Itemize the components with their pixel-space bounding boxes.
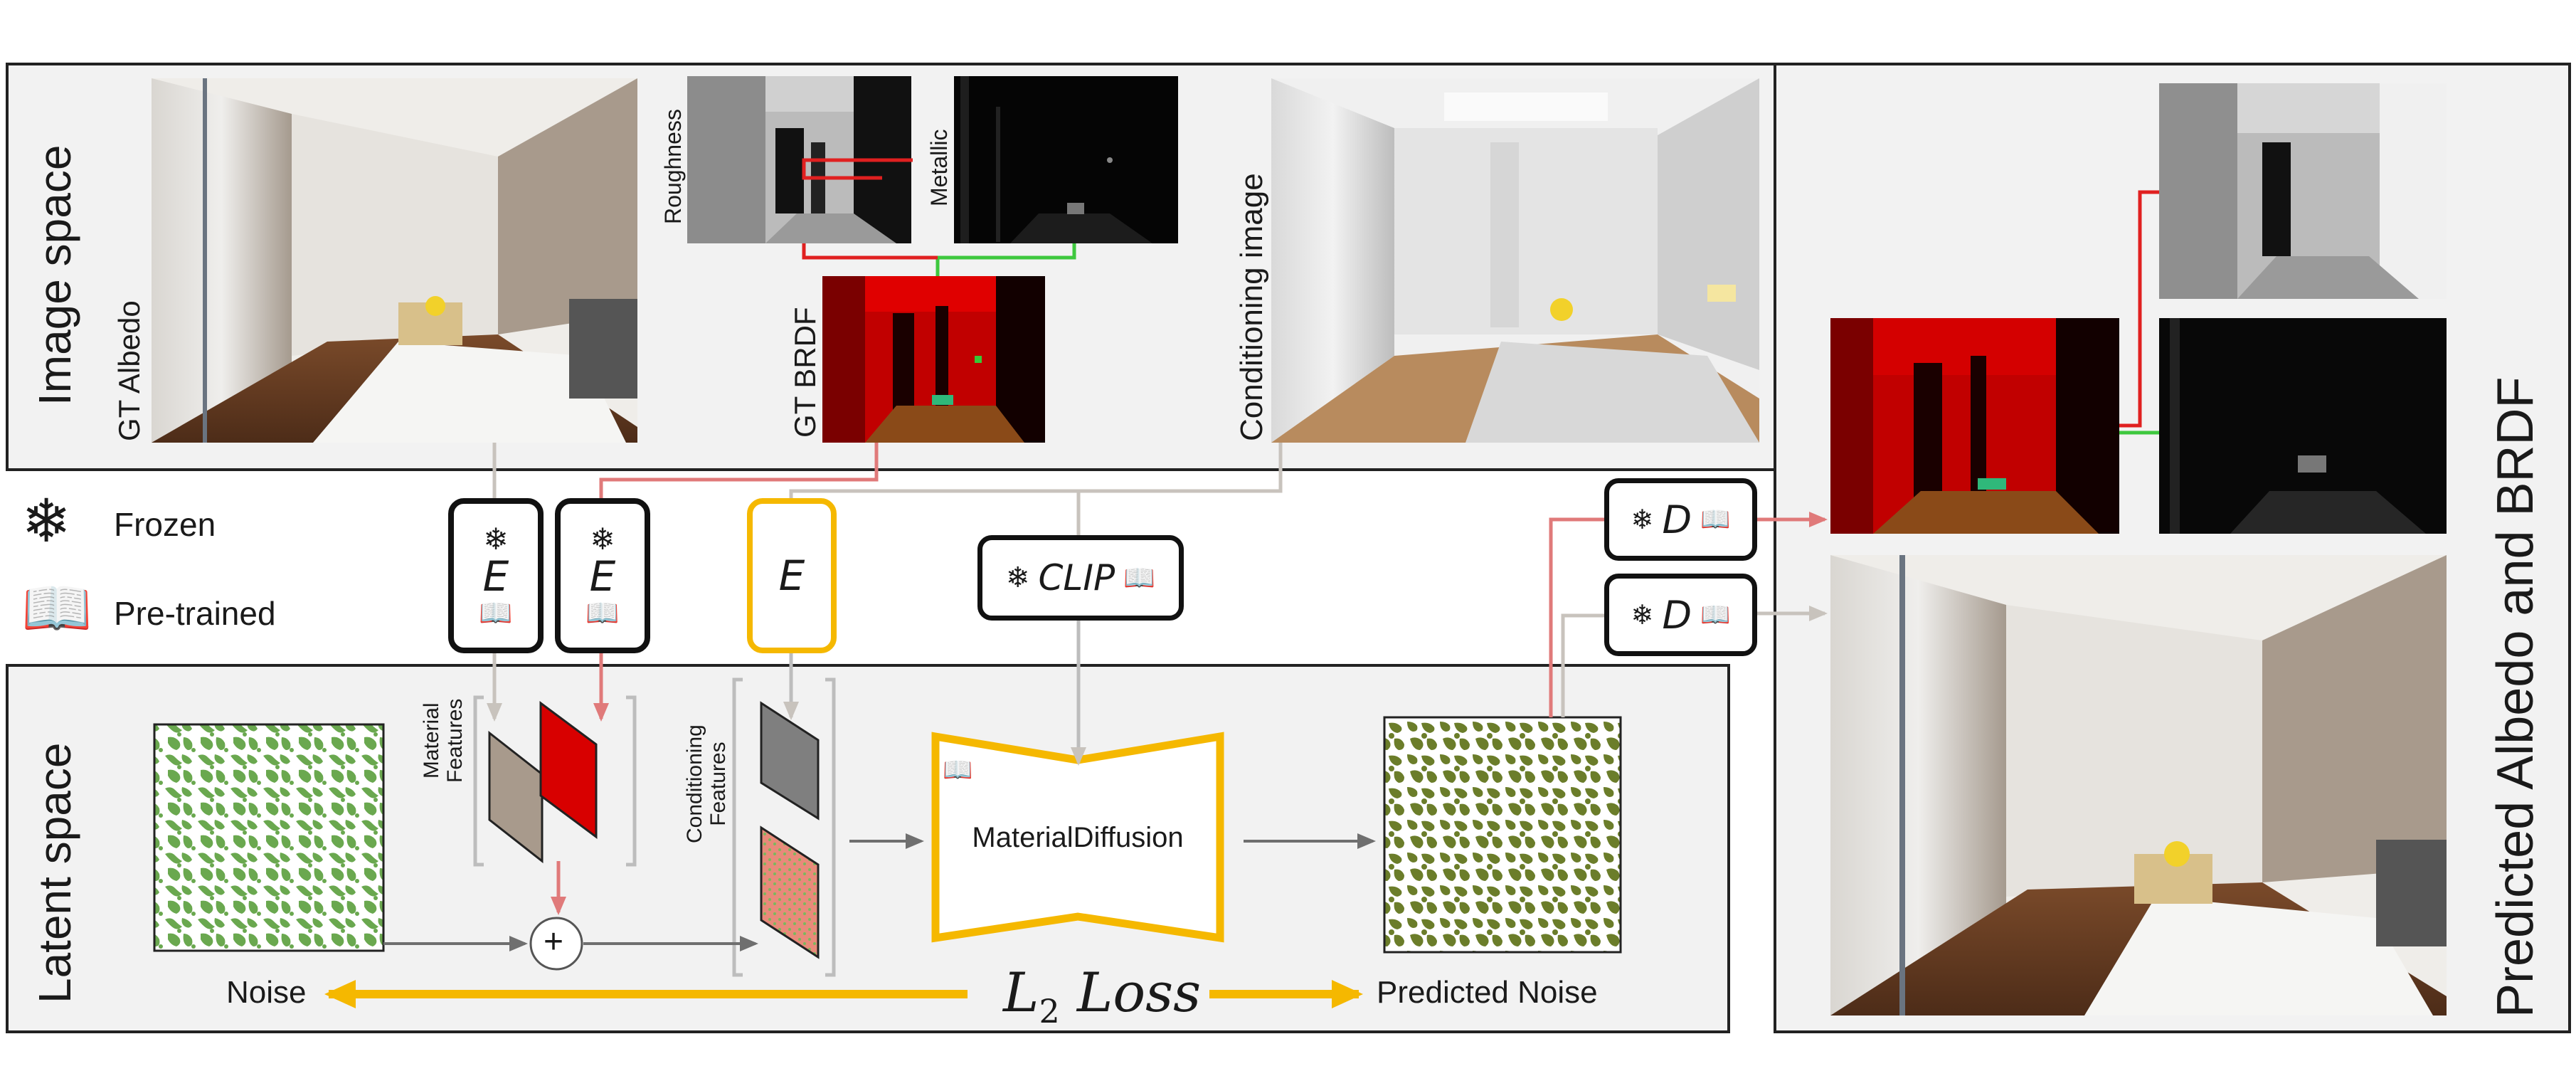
open-book-icon: 📖 xyxy=(585,598,620,628)
loss-word: Loss xyxy=(1076,961,1202,1024)
encoder-label: E xyxy=(482,552,509,601)
image-space-title: Image space xyxy=(29,144,80,406)
encoder-label: E xyxy=(589,552,616,601)
open-book-icon: 📖 xyxy=(943,756,973,784)
addition-node xyxy=(529,917,583,971)
albedo-feature-plane xyxy=(488,730,544,864)
albedo-decoder: ❄ D 📖 xyxy=(1604,574,1757,656)
predicted-roughness-image xyxy=(2159,83,2447,299)
snowflake-icon: ❄ xyxy=(1631,505,1654,535)
conditioning-image xyxy=(1271,78,1759,443)
noise-to-decoder-albedo xyxy=(1561,613,1604,717)
predicted-metallic-image xyxy=(2159,318,2447,534)
gt-brdf-label: GT BRDF xyxy=(788,307,822,438)
albedo-encoder: ❄ E 📖 xyxy=(448,498,544,653)
gt-albedo-image xyxy=(152,78,637,443)
open-book-icon: 📖 xyxy=(1700,506,1731,533)
conditioning-to-encoder xyxy=(789,443,1283,498)
metallic-link xyxy=(935,243,1076,276)
conditioning-encoder: E xyxy=(747,498,837,653)
l2-loss-label: L2 Loss xyxy=(995,961,1210,1031)
material-features-label: Material Features xyxy=(420,699,467,783)
roughness-link-2 xyxy=(802,243,938,260)
open-book-icon: 📖 xyxy=(1700,601,1731,628)
decoder-label: D xyxy=(1662,497,1692,542)
roughness-label: Roughness xyxy=(660,109,686,224)
gt-albedo-label: GT Albedo xyxy=(112,300,146,441)
conditioning-feature-plane xyxy=(760,701,820,821)
material-features-bracket xyxy=(473,695,484,867)
snowflake-icon: ❄ xyxy=(483,522,509,556)
snowflake-icon: ❄ xyxy=(1631,600,1654,631)
roughness-link xyxy=(802,158,913,180)
gt-brdf-image xyxy=(822,276,1045,443)
open-book-icon: 📖 xyxy=(1123,563,1155,592)
clip-label: CLIP xyxy=(1038,557,1115,598)
loss-main: L xyxy=(1003,961,1039,1024)
predicted-albedo-image xyxy=(1830,555,2447,1015)
noise-label: Noise xyxy=(226,975,307,1010)
material-features-bracket-right xyxy=(626,695,637,867)
brdf-encoder: ❄ E 📖 xyxy=(555,498,650,653)
snowflake-icon: ❄ xyxy=(1005,562,1030,593)
conditioning-features-label: Conditioning Features xyxy=(683,724,730,843)
roughness-image xyxy=(687,76,911,243)
noise-image xyxy=(153,723,385,952)
predicted-title: Predicted Albedo and BRDF xyxy=(2487,376,2544,1018)
legend-frozen: Frozen xyxy=(114,506,216,543)
predicted-roughness-link xyxy=(2119,190,2159,428)
snowflake-icon: ❄ xyxy=(590,522,615,556)
clip-module: ❄ CLIP 📖 xyxy=(977,535,1184,621)
noisy-feature-plane xyxy=(760,825,820,959)
material-features-line1: Material xyxy=(420,702,443,779)
brdf-to-encoder xyxy=(599,443,879,498)
conditioning-features-line1: Conditioning xyxy=(683,724,706,843)
loss-sub: 2 xyxy=(1039,992,1060,1031)
decoder-label: D xyxy=(1662,592,1692,638)
open-book-icon: 📖 xyxy=(21,576,92,640)
snowflake-icon: ❄ xyxy=(21,487,72,554)
plus-sign: + xyxy=(544,923,564,961)
brdf-decoder: ❄ D 📖 xyxy=(1604,478,1757,561)
metallic-label: Metallic xyxy=(926,129,952,206)
conditioning-features-bracket xyxy=(732,677,743,977)
unet-label: MaterialDiffusion xyxy=(972,822,1184,853)
latent-space-title: Latent space xyxy=(29,742,80,1004)
predicted-brdf-image xyxy=(1830,318,2119,534)
predicted-noise-image xyxy=(1383,716,1622,954)
conditioning-features-line2: Features xyxy=(706,742,730,826)
conditioning-features-bracket-right xyxy=(825,677,836,977)
predicted-noise-label: Predicted Noise xyxy=(1377,975,1598,1010)
legend-pretrained: Pre-trained xyxy=(114,595,276,632)
conditioning-image-label: Conditioning image xyxy=(1234,173,1269,441)
open-book-icon: 📖 xyxy=(479,598,513,628)
noise-to-decoder-brdf xyxy=(1549,517,1604,717)
encoder-label: E xyxy=(778,552,805,600)
brdf-feature-plane xyxy=(539,701,598,839)
metallic-image xyxy=(954,76,1178,243)
material-features-line2: Features xyxy=(443,698,467,783)
